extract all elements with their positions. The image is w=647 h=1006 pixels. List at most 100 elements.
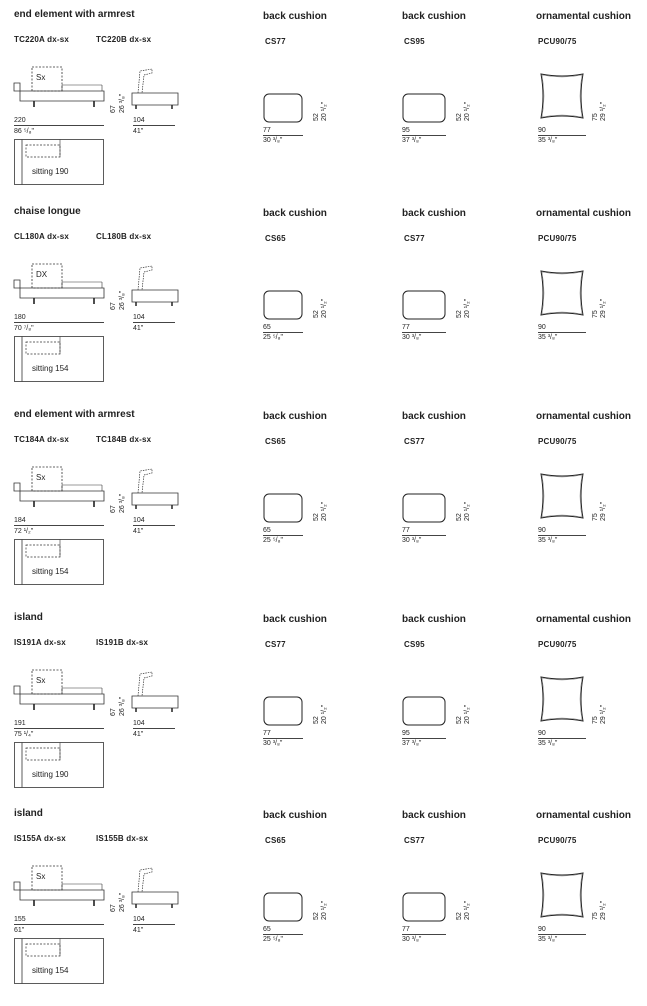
cushion-width-in: 35 ³/₈" bbox=[538, 936, 558, 943]
cushion-height-in: 29 ¹/₂" bbox=[600, 298, 607, 318]
cushion-code: CS77 bbox=[265, 37, 286, 46]
sofa-side-elevation bbox=[131, 671, 179, 712]
cushion-outline bbox=[263, 93, 303, 123]
cushion-width-in: 35 ³/₈" bbox=[538, 537, 558, 544]
sofa-side-elevation bbox=[131, 265, 179, 306]
cushion-code: CS95 bbox=[404, 640, 425, 649]
cushion-height-cm: 75 bbox=[592, 912, 599, 920]
sofa-plan-view bbox=[14, 742, 104, 788]
cushion-column: back cushion CS77 52 20 ¹/₂" 77 30 ³/₈" bbox=[402, 806, 522, 1006]
cushion-width-cm: 77 bbox=[402, 527, 410, 534]
cushion-column: back cushion CS95 52 20 ¹/₂" 95 37 ³/₈" bbox=[402, 7, 522, 207]
cushion-height-in: 29 ¹/₂" bbox=[600, 101, 607, 121]
width-cm-label: 180 bbox=[14, 314, 26, 321]
cushion-height-in: 20 ¹/₂" bbox=[464, 704, 471, 724]
width-in-label: 75 ¹/₄" bbox=[14, 731, 34, 738]
cushion-width-in: 35 ³/₈" bbox=[538, 334, 558, 341]
cushion-outline bbox=[402, 290, 446, 320]
sofa-plan-view bbox=[14, 539, 104, 585]
cushion-dimension-line bbox=[402, 934, 446, 935]
product-code-a: TC220A dx-sx bbox=[14, 35, 70, 44]
cushion-width-cm: 90 bbox=[538, 730, 546, 737]
product-code-b: IS155B dx-sx bbox=[96, 834, 149, 843]
sofa-side-elevation bbox=[131, 468, 179, 509]
ornamental-cushion-outline bbox=[540, 73, 584, 119]
cushion-column: ornamental cushion PCU90/75 75 29 ¹/₂" 9… bbox=[536, 7, 646, 207]
cushion-width-in: 35 ³/₈" bbox=[538, 740, 558, 747]
cushion-width-cm: 65 bbox=[263, 926, 271, 933]
cushion-height-in: 20 ¹/₂" bbox=[464, 900, 471, 920]
depth-dimension-line bbox=[133, 322, 175, 323]
cushion-height-cm: 75 bbox=[592, 716, 599, 724]
product-row: island IS191A dx-sx IS191B dx-sx Sx 67 2… bbox=[0, 610, 647, 810]
orientation-badge: Sx bbox=[36, 473, 46, 482]
cushion-height-cm: 52 bbox=[456, 310, 463, 318]
cushion-height-cm: 52 bbox=[456, 113, 463, 121]
cushion-width-cm: 77 bbox=[263, 127, 271, 134]
depth-cm-label: 104 bbox=[133, 720, 145, 727]
cushion-outline bbox=[402, 892, 446, 922]
cushion-column: back cushion CS65 52 20 ¹/₂" 65 25 ⁵/₈" bbox=[263, 806, 383, 1006]
depth-cm-label: 104 bbox=[133, 517, 145, 524]
cushion-column: back cushion CS77 52 20 ¹/₂" 77 30 ³/₈" bbox=[402, 407, 522, 607]
cushion-width-cm: 90 bbox=[538, 926, 546, 933]
cushion-dimension-line bbox=[538, 738, 586, 739]
cushion-dimension-line bbox=[263, 934, 303, 935]
product-code-a: TC184A dx-sx bbox=[14, 435, 70, 444]
cushion-height-cm: 52 bbox=[456, 716, 463, 724]
cushion-column: ornamental cushion PCU90/75 75 29 ¹/₂" 9… bbox=[536, 407, 646, 607]
depth-dimension-line bbox=[133, 525, 175, 526]
sofa-front-elevation bbox=[13, 66, 105, 107]
cushion-width-in: 37 ³/₈" bbox=[402, 137, 422, 144]
ornamental-cushion-outline bbox=[540, 473, 584, 519]
depth-in-label: 41" bbox=[133, 325, 144, 332]
cushion-title: back cushion bbox=[402, 614, 466, 625]
cushion-title: back cushion bbox=[263, 11, 327, 22]
sofa-front-elevation bbox=[13, 263, 105, 304]
product-title: end element with armrest bbox=[14, 9, 135, 20]
height-cm-label: 67 bbox=[110, 904, 117, 912]
cushion-dimension-line bbox=[538, 535, 586, 536]
cushion-width-cm: 77 bbox=[402, 926, 410, 933]
cushion-height-cm: 52 bbox=[313, 310, 320, 318]
depth-dimension-line bbox=[133, 728, 175, 729]
cushion-width-in: 30 ³/₈" bbox=[263, 740, 283, 747]
sofa-plan-view bbox=[14, 938, 104, 984]
height-in-label: 26 ³/₈" bbox=[119, 696, 126, 716]
width-in-label: 70 ⁷/₈" bbox=[14, 325, 34, 332]
cushion-code: CS65 bbox=[265, 836, 286, 845]
cushion-width-in: 30 ³/₈" bbox=[402, 537, 422, 544]
cushion-outline bbox=[402, 696, 446, 726]
cushion-width-cm: 90 bbox=[538, 127, 546, 134]
sitting-label: sitting 154 bbox=[32, 966, 69, 975]
sitting-label: sitting 154 bbox=[32, 364, 69, 373]
depth-cm-label: 104 bbox=[133, 117, 145, 124]
cushion-title: back cushion bbox=[402, 208, 466, 219]
cushion-height-cm: 75 bbox=[592, 310, 599, 318]
ornamental-cushion-outline bbox=[540, 872, 584, 918]
product-code-b: TC184B dx-sx bbox=[96, 435, 152, 444]
cushion-title: back cushion bbox=[263, 208, 327, 219]
width-dimension-line bbox=[14, 322, 104, 323]
cushion-column: back cushion CS77 52 20 ¹/₂" 77 30 ³/₈" bbox=[402, 204, 522, 404]
cushion-width-cm: 77 bbox=[402, 324, 410, 331]
cushion-code: PCU90/75 bbox=[538, 234, 577, 243]
cushion-column: ornamental cushion PCU90/75 75 29 ¹/₂" 9… bbox=[536, 204, 646, 404]
depth-dimension-line bbox=[133, 125, 175, 126]
cushion-title: back cushion bbox=[402, 11, 466, 22]
cushion-height-cm: 75 bbox=[592, 113, 599, 121]
cushion-height-in: 20 ¹/₂" bbox=[464, 501, 471, 521]
cushion-height-cm: 52 bbox=[313, 513, 320, 521]
cushion-dimension-line bbox=[402, 535, 446, 536]
cushion-title: back cushion bbox=[402, 810, 466, 821]
cushion-height-in: 20 ¹/₂" bbox=[464, 101, 471, 121]
cushion-width-in: 37 ³/₈" bbox=[402, 740, 422, 747]
depth-in-label: 41" bbox=[133, 128, 144, 135]
cushion-height-in: 20 ¹/₂" bbox=[321, 900, 328, 920]
height-cm-label: 67 bbox=[110, 302, 117, 310]
cushion-width-in: 30 ³/₈" bbox=[402, 334, 422, 341]
width-dimension-line bbox=[14, 924, 104, 925]
cushion-dimension-line bbox=[263, 738, 303, 739]
cushion-dimension-line bbox=[538, 934, 586, 935]
product-code-a: IS155A dx-sx bbox=[14, 834, 66, 843]
